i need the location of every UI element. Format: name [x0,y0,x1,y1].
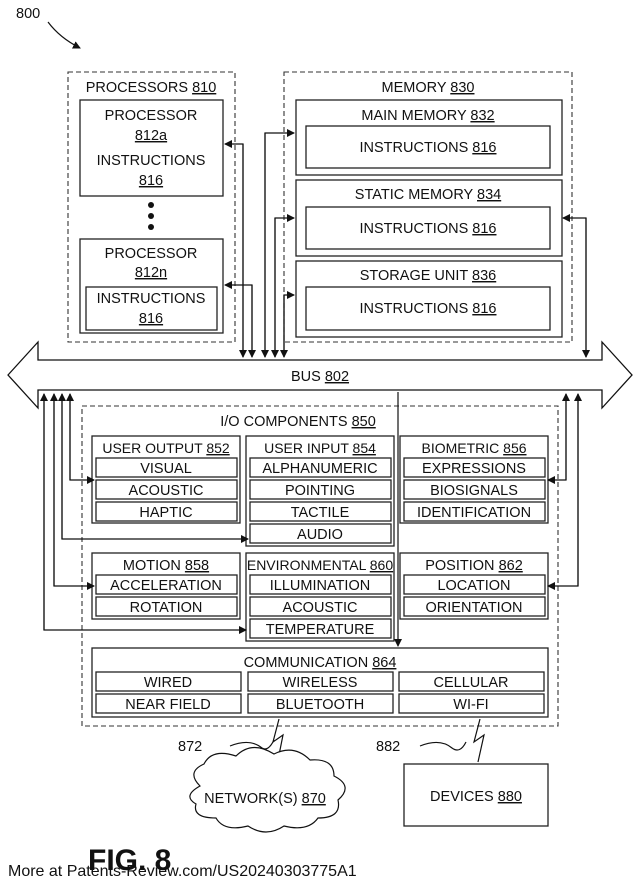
processor-n-ref: 812n [135,265,167,281]
devices-label: DEVICES 880 [430,789,522,805]
footer-source: More at Patents-Review.com/US20240303775… [8,863,357,880]
biometric-item: IDENTIFICATION [417,505,531,521]
memory-title: MEMORY 830 [382,80,475,96]
user-input-item: POINTING [285,483,355,499]
processor-n-instructions-ref: 816 [139,311,163,327]
communication-item: BLUETOOTH [276,697,364,713]
bus-label: BUS 802 [291,369,349,385]
user-output-item: VISUAL [140,461,192,477]
static-memory-instructions: INSTRUCTIONS 816 [360,221,497,237]
position-title: POSITION 862 [425,558,523,574]
figure-label: FIG. 8 [88,844,171,877]
main-memory-instructions-box [305,125,551,169]
static-memory-title: STATIC MEMORY 834 [355,187,501,203]
ellipsis-dots [148,202,154,230]
devices-link-ref: 882 [376,739,400,755]
main-memory-instructions: INSTRUCTIONS 816 [360,140,497,156]
memory-bus-connectors [261,129,590,358]
devices-box [403,763,549,827]
user-input-item: AUDIO [297,527,343,543]
communication-item: WIRELESS [283,675,358,691]
network-cloud [189,746,346,833]
main-memory-title: MAIN MEMORY 832 [361,108,494,124]
memory-group [283,71,573,343]
position-item: LOCATION [437,578,510,594]
network-link-ref: 872 [178,739,202,755]
communication-title: COMMUNICATION 864 [244,655,397,671]
communication-item: CELLULAR [434,675,509,691]
communication-item: NEAR FIELD [125,697,210,713]
processor-a-label: PROCESSOR [105,108,198,124]
network-label: NETWORK(S) 870 [204,791,326,807]
position-item: ORIENTATION [426,600,523,616]
processor-n-instructions-box [85,286,218,331]
processor-a [79,99,224,197]
motion-item: ROTATION [130,600,203,616]
environmental-title: ENVIRONMENTAL 860 [247,557,393,573]
devices-link [419,718,485,763]
communication-item: WI-FI [453,697,488,713]
environmental-item: TEMPERATURE [266,622,375,638]
processor-bus-connectors [224,140,256,358]
processors-group [67,71,236,343]
processors-title: PROCESSORS 810 [86,80,217,96]
processor-n-instructions: INSTRUCTIONS [97,291,206,307]
biometric-title: BIOMETRIC 856 [421,440,526,456]
processor-n-label: PROCESSOR [105,246,198,262]
communication-item: WIRED [144,675,192,691]
storage-unit-instructions: INSTRUCTIONS 816 [360,301,497,317]
processor-a-instructions: INSTRUCTIONS [97,153,206,169]
io-bus-connectors-left [40,393,249,634]
user-input-item: ALPHANUMERIC [262,461,377,477]
environmental-item: ILLUMINATION [270,578,370,594]
storage-unit-instructions-box [305,286,551,331]
environmental-item: ACOUSTIC [283,600,358,616]
processor-a-instructions-ref: 816 [139,173,163,189]
biometric-item: BIOSIGNALS [430,483,518,499]
motion-item: ACCELERATION [110,578,222,594]
storage-unit-title: STORAGE UNIT 836 [360,268,496,284]
static-memory-instructions-box [305,206,551,250]
user-output-item: HAPTIC [139,505,192,521]
io-bus-connectors-right [547,393,582,590]
user-input-item: TACTILE [291,505,350,521]
processor-a-ref: 812a [135,128,168,144]
user-input-title: USER INPUT 854 [264,440,376,456]
figure-ref: 800 [16,6,40,22]
io-components-title: I/O COMPONENTS 850 [220,414,376,430]
io-components-group [81,405,559,727]
bus-arrow [7,340,633,410]
user-output-title: USER OUTPUT 852 [102,440,230,456]
user-output-item: ACOUSTIC [129,483,204,499]
biometric-item: EXPRESSIONS [422,461,526,477]
motion-title: MOTION 858 [123,558,209,574]
